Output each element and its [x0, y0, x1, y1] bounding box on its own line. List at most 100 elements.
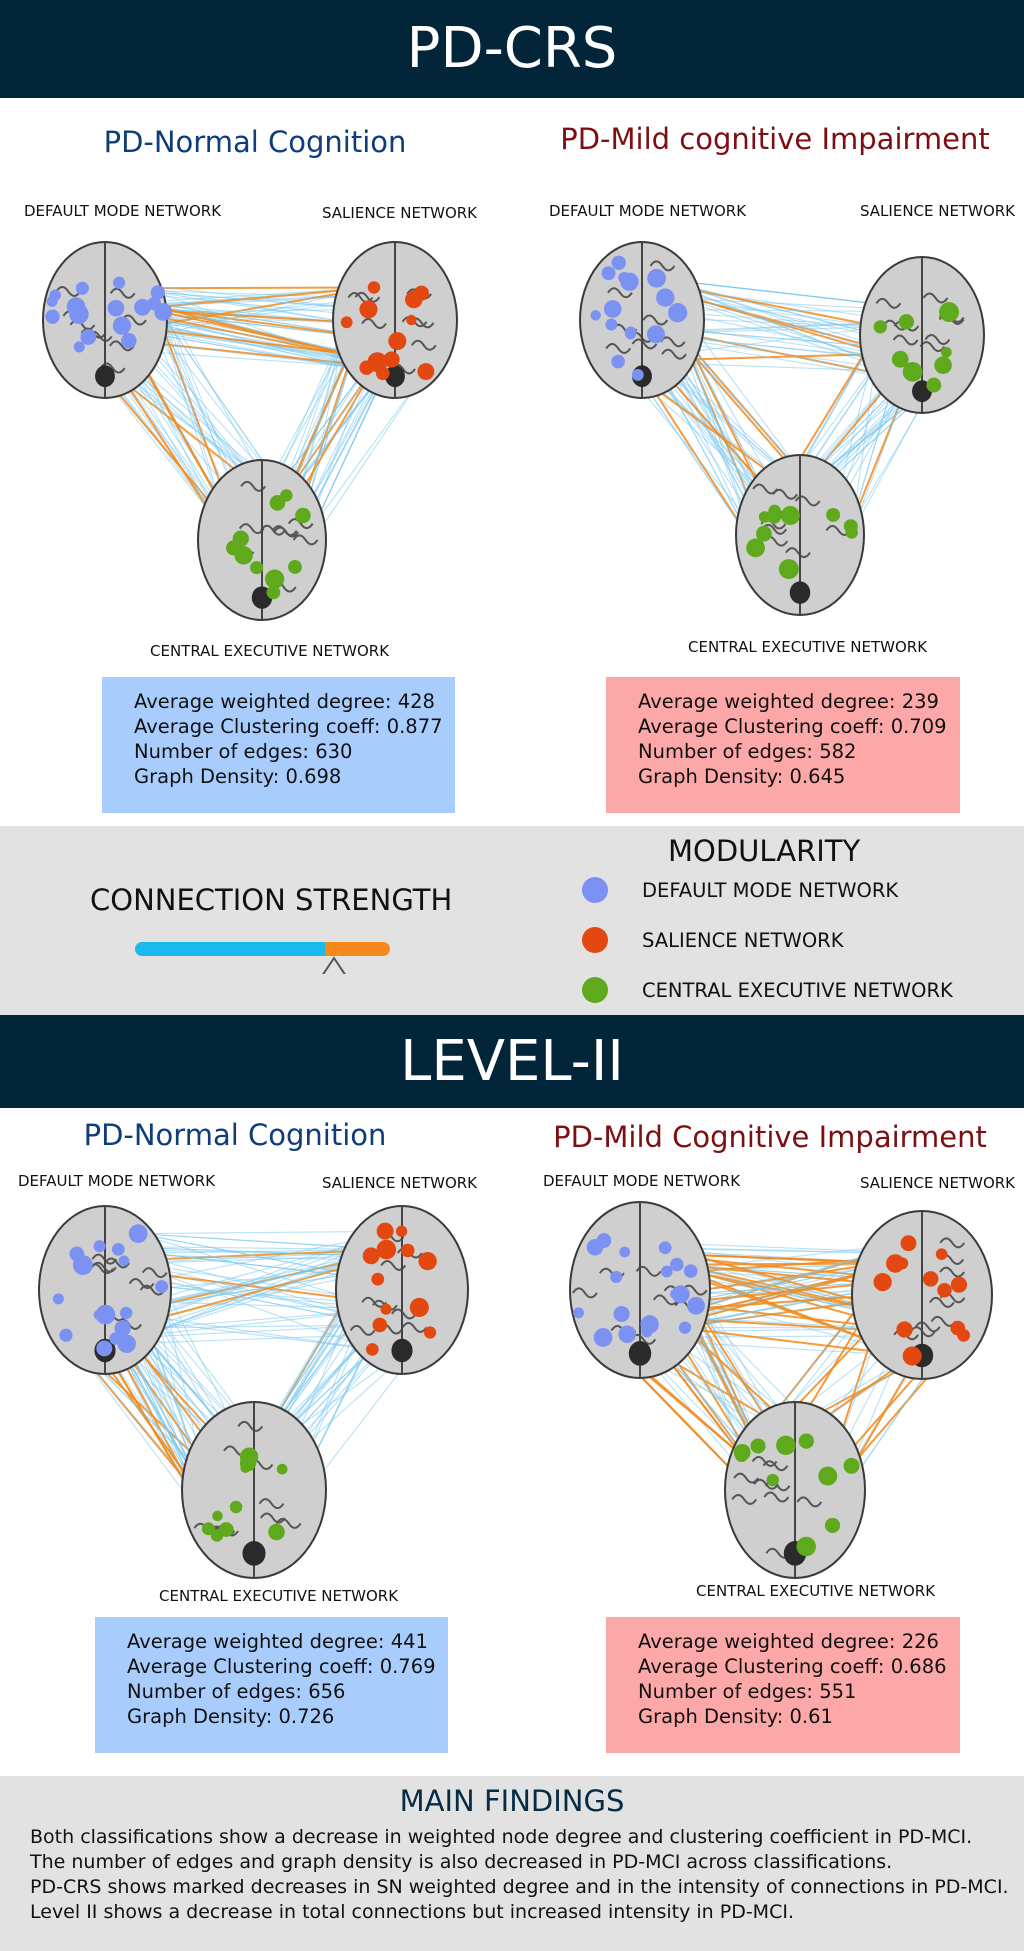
- dmn-brain: [42, 241, 168, 399]
- stat-avg-clustering: Average Clustering coeff: 0.877: [134, 715, 443, 738]
- network-node: [625, 328, 636, 340]
- network-node: [658, 1241, 672, 1255]
- network-node: [111, 1242, 125, 1256]
- network-node: [596, 1233, 612, 1249]
- cen-brain: [724, 1401, 866, 1579]
- network-node: [656, 288, 675, 307]
- connection-edge: [285, 322, 348, 496]
- crs-mci-network-diagram: [579, 241, 985, 616]
- sn-brain: [332, 241, 458, 399]
- level2-nc-sn-label: SALIENCE NETWORK: [322, 1174, 478, 1192]
- network-node: [276, 1463, 288, 1475]
- network-node: [117, 1334, 136, 1354]
- network-node: [118, 1255, 130, 1267]
- network-node: [613, 1305, 630, 1322]
- network-node: [359, 300, 378, 319]
- network-node: [648, 271, 664, 286]
- legend-item-dmn: DEFAULT MODE NETWORK: [582, 877, 898, 903]
- network-node: [873, 1273, 892, 1292]
- network-node: [201, 1522, 215, 1536]
- network-node: [902, 361, 923, 382]
- network-node: [380, 1303, 392, 1315]
- network-node: [746, 538, 765, 558]
- network-node: [826, 507, 841, 522]
- network-node: [610, 1270, 623, 1283]
- network-node: [824, 1517, 841, 1534]
- network-node: [941, 346, 952, 358]
- crs-mci-cen-label: CENTRAL EXECUTIVE NETWORK: [688, 638, 928, 656]
- level2-mci-network-diagram: [569, 1201, 993, 1579]
- network-node: [683, 1264, 698, 1278]
- network-node: [120, 1306, 133, 1320]
- network-node: [423, 1326, 437, 1339]
- connection-strength-bar: [135, 942, 390, 974]
- network-node: [121, 333, 137, 349]
- stat-avg-weighted-degree: Average weighted degree: 226: [638, 1630, 939, 1653]
- network-node: [417, 363, 435, 380]
- network-node: [295, 507, 311, 524]
- findings-title: MAIN FINDINGS: [399, 1784, 625, 1818]
- network-node: [900, 1235, 917, 1252]
- dmn-brain: [569, 1201, 711, 1379]
- network-node: [288, 560, 302, 574]
- network-node: [796, 1536, 816, 1557]
- network-node: [229, 1500, 243, 1514]
- network-node: [667, 302, 688, 323]
- network-node: [678, 1321, 692, 1334]
- network-node: [72, 1255, 93, 1276]
- network-node: [396, 1225, 408, 1237]
- network-node: [266, 585, 281, 600]
- dmn-brain: [579, 241, 705, 399]
- network-node: [886, 1254, 905, 1273]
- finding-line: The number of edges and graph density is…: [30, 1851, 893, 1873]
- network-node: [367, 281, 381, 294]
- network-node: [896, 1321, 913, 1338]
- stat-edges: Number of edges: 656: [127, 1680, 346, 1703]
- network-node: [406, 314, 417, 326]
- network-node: [365, 1343, 379, 1356]
- stat-edges: Number of edges: 551: [638, 1680, 857, 1703]
- network-node: [372, 1317, 388, 1333]
- network-node: [45, 309, 60, 324]
- network-node: [367, 352, 388, 373]
- network-node: [268, 1523, 285, 1541]
- network-node: [573, 1307, 584, 1319]
- network-node: [843, 1457, 860, 1474]
- stat-density: Graph Density: 0.698: [134, 765, 342, 788]
- level2-nc-stats-box: Average weighted degree: 441 Average Clu…: [95, 1617, 448, 1753]
- stat-edges: Number of edges: 582: [638, 740, 857, 763]
- network-node: [59, 1328, 73, 1342]
- modularity-title: MODULARITY: [668, 834, 861, 868]
- crs-mci-dmn-label: DEFAULT MODE NETWORK: [549, 202, 747, 220]
- network-node: [114, 1320, 131, 1337]
- network-node: [232, 530, 249, 547]
- network-node: [93, 1240, 106, 1253]
- network-node: [605, 318, 618, 331]
- nodes: [590, 255, 960, 580]
- finding-line: PD-CRS shows marked decreases in SN weig…: [30, 1876, 1009, 1898]
- cen-brain: [197, 459, 327, 621]
- nodes: [52, 1222, 437, 1542]
- stat-avg-clustering: Average Clustering coeff: 0.709: [638, 715, 947, 738]
- section-header-crs: PD-CRS: [0, 0, 1024, 98]
- network-node: [80, 329, 97, 345]
- stat-density: Graph Density: 0.645: [638, 765, 846, 788]
- network-node: [660, 1265, 673, 1278]
- network-node: [95, 1304, 116, 1325]
- network-node: [957, 1328, 971, 1342]
- crs-nc-title: PD-Normal Cognition: [103, 125, 407, 159]
- network-node: [49, 289, 61, 301]
- section-header-level2: LEVEL-II: [0, 1015, 1024, 1108]
- stat-density: Graph Density: 0.61: [638, 1705, 833, 1728]
- network-node: [926, 377, 942, 393]
- level2-mci-cen-label: CENTRAL EXECUTIVE NETWORK: [696, 1582, 936, 1600]
- network-node: [383, 351, 400, 368]
- level2-mci-dmn-label: DEFAULT MODE NETWORK: [543, 1172, 741, 1190]
- stat-avg-clustering: Average Clustering coeff: 0.686: [638, 1655, 947, 1678]
- nodes: [45, 276, 435, 600]
- network-node: [376, 1239, 397, 1260]
- connection-edge: [637, 374, 757, 549]
- network-node: [388, 332, 407, 351]
- stat-density: Graph Density: 0.726: [127, 1705, 335, 1728]
- network-node: [362, 1247, 380, 1265]
